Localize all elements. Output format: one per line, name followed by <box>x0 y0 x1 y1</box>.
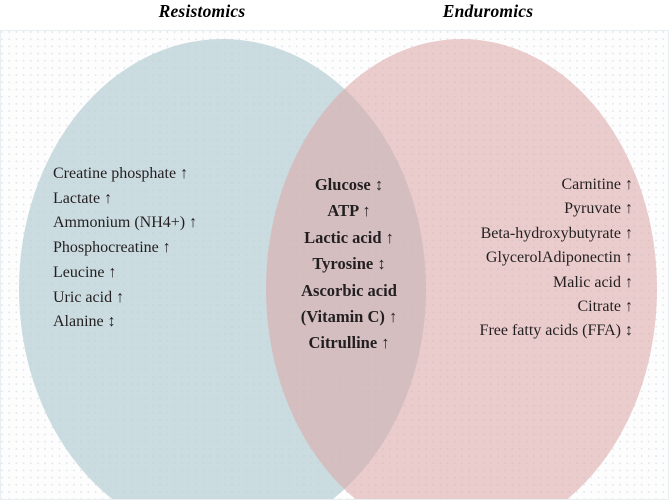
list-item: Tyrosine ↕ <box>312 254 386 274</box>
venn-panel: Creatine phosphate ↑ Lactate ↑ Ammonium … <box>0 30 669 500</box>
left-only-metabolite-list: Creatine phosphate ↑ Lactate ↑ Ammonium … <box>53 162 197 335</box>
list-item: Citrate ↑ <box>577 298 633 316</box>
list-item: Alanine ↕ <box>53 313 116 331</box>
list-item: Lactic acid ↑ <box>304 227 394 247</box>
list-item: Free fatty acids (FFA) ↕ <box>479 322 633 340</box>
diagram-titles: Resistomics Enduromics <box>0 0 669 30</box>
list-item: Carnitine ↑ <box>561 176 633 193</box>
list-item: GlycerolAdiponectin ↑ <box>485 249 633 267</box>
list-item: Lactate ↑ <box>53 189 113 207</box>
list-item: Citrulline ↑ <box>308 333 390 353</box>
list-item: Ammonium (NH4+) ↑ <box>53 214 198 232</box>
list-item: Leucine ↑ <box>53 263 117 281</box>
right-only-metabolite-list: Carnitine ↑ Pyruvate ↑ Beta-hydroxybutyr… <box>393 173 633 344</box>
intersection-metabolite-list: Glucose ↕ ATP ↑ Lactic acid ↑ Tyrosine ↕… <box>280 172 418 357</box>
list-item: Creatine phosphate ↑ <box>53 165 189 182</box>
list-item: Uric acid ↑ <box>53 288 125 306</box>
left-set-title: Resistomics <box>158 1 246 21</box>
list-item: Pyruvate ↑ <box>564 200 633 218</box>
list-item: ATP ↑ <box>327 201 371 221</box>
right-set-ellipse <box>266 39 657 499</box>
list-item: Phosphocreatine ↑ <box>53 239 171 257</box>
list-item: (Vitamin C) ↑ <box>300 307 398 327</box>
list-item: Ascorbic acid <box>301 280 397 300</box>
list-item: Glucose ↕ <box>314 175 384 194</box>
list-item: Beta-hydroxybutyrate ↑ <box>480 224 633 242</box>
list-item: Malic acid ↑ <box>553 273 633 291</box>
right-set-title: Enduromics <box>442 1 534 21</box>
